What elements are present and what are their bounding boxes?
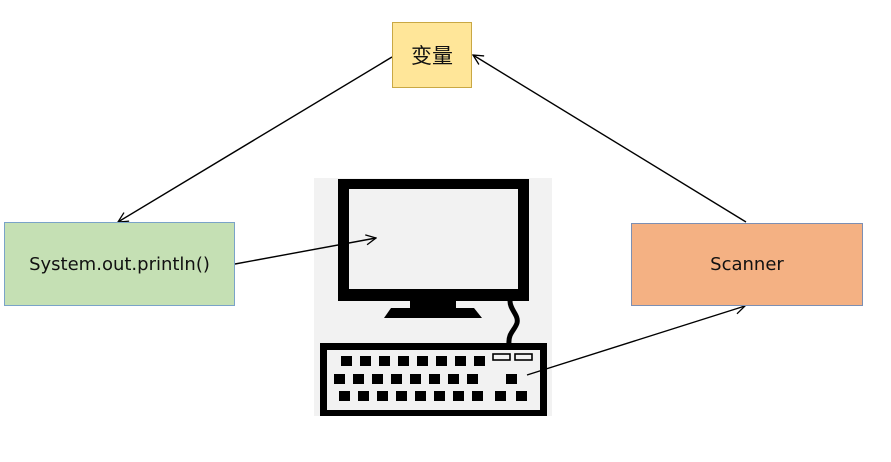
keyboard-key (341, 356, 352, 366)
edge-variable-to-println (118, 56, 393, 222)
edge-keyboard-to-scanner (526, 306, 745, 376)
keyboard-key (396, 391, 407, 401)
computer-icon (314, 178, 552, 416)
keyboard-key (360, 356, 371, 366)
keyboard-key (474, 356, 485, 366)
scanner-label: Scanner (710, 254, 784, 275)
keyboard-key (448, 374, 459, 384)
keyboard-key (434, 391, 445, 401)
println-label: System.out.println() (29, 253, 210, 275)
keyboard-key (391, 374, 402, 384)
monitor-icon (338, 179, 529, 345)
keyboard-key (429, 374, 440, 384)
edge-scanner-to-variable (473, 55, 747, 223)
keyboard-key (472, 391, 483, 401)
edge-println-to-monitor (234, 238, 376, 265)
keyboard-key (415, 391, 426, 401)
keyboard-key (339, 391, 350, 401)
keyboard-key (455, 356, 466, 366)
variable-node: 变量 (392, 22, 472, 88)
keyboard-key (379, 356, 390, 366)
keyboard-key (398, 356, 409, 366)
scanner-node: Scanner (631, 223, 863, 306)
keyboard-key (516, 391, 527, 401)
keyboard-key (467, 374, 478, 384)
keyboard-key (417, 356, 428, 366)
keyboard-key (453, 391, 464, 401)
keyboard-key (372, 374, 383, 384)
keyboard-key (506, 374, 517, 384)
keyboard-key (358, 391, 369, 401)
keyboard-icon (320, 343, 547, 416)
keyboard-key (410, 374, 421, 384)
keyboard-key (334, 374, 345, 384)
keyboard-key (495, 391, 506, 401)
variable-label: 变量 (411, 44, 453, 68)
println-node: System.out.println() (4, 222, 235, 306)
keyboard-key (377, 391, 388, 401)
keyboard-key (436, 356, 447, 366)
keyboard-key (353, 374, 364, 384)
